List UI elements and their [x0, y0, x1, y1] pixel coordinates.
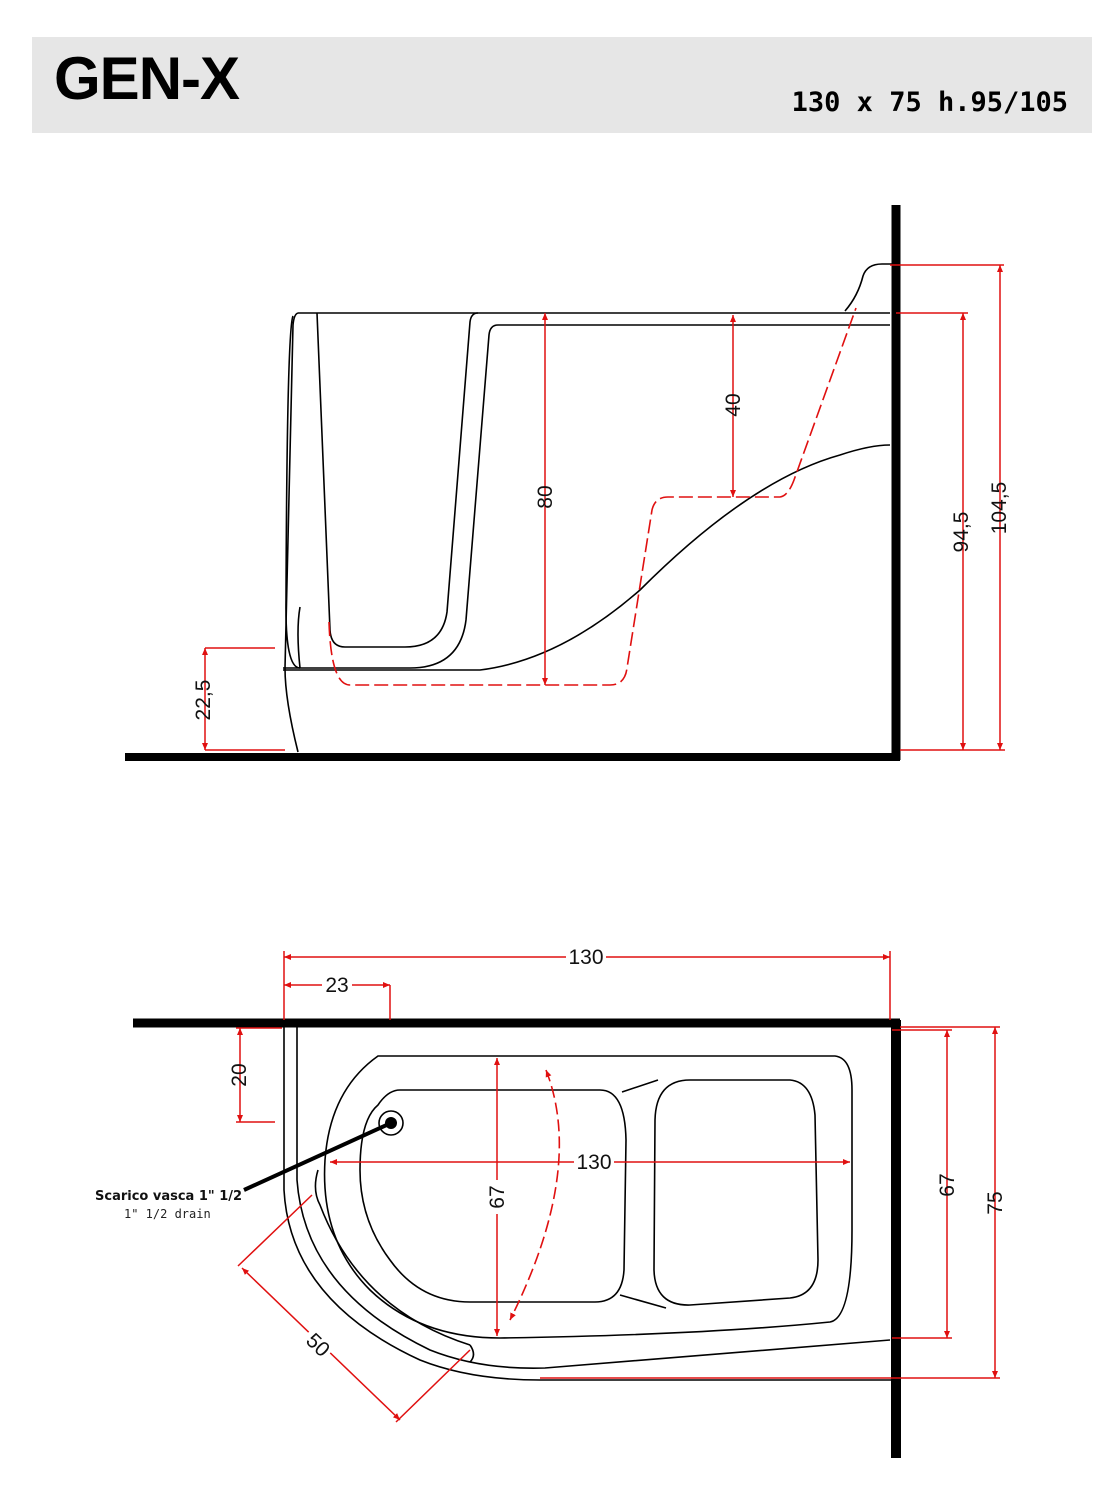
- dim-label-40: 40: [722, 393, 745, 416]
- dim-label-94-5: 94,5: [950, 512, 973, 553]
- dim-label-20: 20: [228, 1063, 251, 1086]
- dim-label-67-inner: 67: [486, 1185, 509, 1208]
- dim-label-50: 50: [301, 1329, 334, 1362]
- side-tub-outline: [283, 263, 892, 753]
- side-seat-profile: [328, 307, 857, 686]
- drain-label-italian: Scarico vasca 1" 1/2: [95, 1189, 242, 1204]
- dim-label-67-right: 67: [936, 1173, 959, 1196]
- product-dimensions: 130 x 75 h.95/105: [791, 87, 1068, 118]
- dim-label-22-5: 22,5: [192, 680, 215, 721]
- dim-label-23: 23: [325, 974, 348, 997]
- door-swing-arc: [509, 1069, 561, 1321]
- dim-label-104-5: 104,5: [988, 482, 1011, 535]
- product-title: GEN-X: [54, 45, 240, 112]
- drain-leader-line: [243, 1121, 392, 1192]
- drain-label-english: 1" 1/2 drain: [124, 1207, 211, 1221]
- side-view: 80 40 22,5 94,5 104,5: [125, 205, 1011, 761]
- dim-label-75: 75: [984, 1191, 1007, 1214]
- top-tub-outline: [283, 1027, 892, 1381]
- drain-outer: [378, 1110, 404, 1136]
- top-view: Scarico vasca 1" 1/2 1" 1/2 drain 130 23…: [95, 945, 1007, 1458]
- header-bar: GEN-X 130 x 75 h.95/105: [32, 37, 1092, 133]
- dim-label-80: 80: [534, 485, 557, 508]
- dim-label-130-inner: 130: [576, 1151, 611, 1174]
- dim-label-130-overall: 130: [568, 946, 603, 969]
